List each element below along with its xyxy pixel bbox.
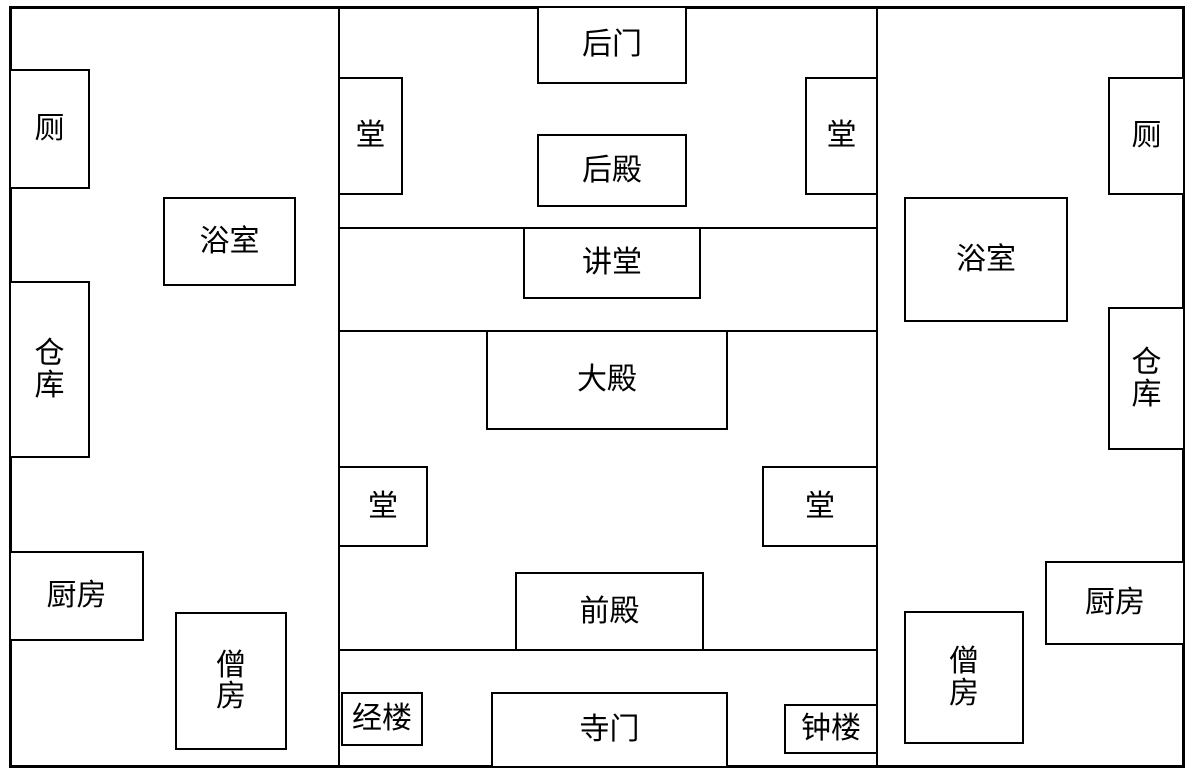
sutra-tower: 经楼 [341, 692, 423, 746]
sutra-tower-label: 经楼 [352, 701, 412, 736]
back-gate-label: 后门 [582, 27, 642, 62]
left-court-divider [338, 6, 340, 768]
main-hall: 大殿 [486, 330, 728, 430]
bell-tower: 钟楼 [784, 704, 878, 754]
right-kitchen: 厨房 [1045, 561, 1185, 645]
temple-gate-label: 寺门 [579, 712, 640, 747]
right-storehouse-label: 仓 库 [1131, 345, 1162, 412]
right-kitchen-label: 厨房 [1085, 585, 1145, 620]
front-hall: 前殿 [515, 572, 704, 651]
side-hall-rear-left-label: 堂 [355, 118, 386, 153]
right-monk-quarters-label: 僧 房 [949, 644, 979, 711]
side-hall-front-left-label: 堂 [368, 488, 398, 524]
side-hall-rear-right: 堂 [805, 77, 878, 195]
right-bathroom-label: 浴室 [956, 241, 1016, 277]
side-hall-rear-right-label: 堂 [826, 118, 857, 153]
left-monk-quarters-label: 僧 房 [216, 647, 246, 714]
right-toilet-label: 厕 [1131, 118, 1162, 153]
bell-tower-label: 钟楼 [801, 711, 861, 746]
front-hall-label: 前殿 [579, 593, 640, 629]
left-bathroom: 浴室 [163, 197, 296, 286]
left-kitchen-label: 厨房 [46, 578, 107, 613]
left-monk-quarters: 僧 房 [175, 612, 287, 750]
right-toilet: 厕 [1108, 77, 1185, 195]
side-hall-front-right-label: 堂 [805, 488, 835, 524]
temple-gate: 寺门 [491, 692, 728, 768]
rear-hall-label: 后殿 [582, 152, 642, 188]
left-bathroom-label: 浴室 [199, 223, 260, 259]
left-storehouse-label: 仓 库 [34, 336, 65, 403]
side-hall-front-right: 堂 [762, 466, 878, 547]
left-kitchen: 厨房 [9, 551, 144, 641]
right-storehouse: 仓 库 [1108, 307, 1185, 450]
lecture-hall-label: 讲堂 [582, 245, 642, 280]
back-gate: 后门 [537, 6, 687, 84]
side-hall-front-left: 堂 [338, 466, 428, 547]
left-toilet: 厕 [9, 69, 90, 189]
right-monk-quarters: 僧 房 [904, 611, 1024, 744]
rear-hall: 后殿 [537, 134, 687, 207]
left-toilet-label: 厕 [34, 111, 65, 146]
main-hall-label: 大殿 [577, 362, 637, 397]
right-court-divider [876, 6, 878, 768]
lecture-hall: 讲堂 [523, 227, 701, 299]
right-bathroom: 浴室 [904, 197, 1068, 322]
side-hall-rear-left: 堂 [338, 77, 403, 195]
left-storehouse: 仓 库 [9, 281, 90, 458]
